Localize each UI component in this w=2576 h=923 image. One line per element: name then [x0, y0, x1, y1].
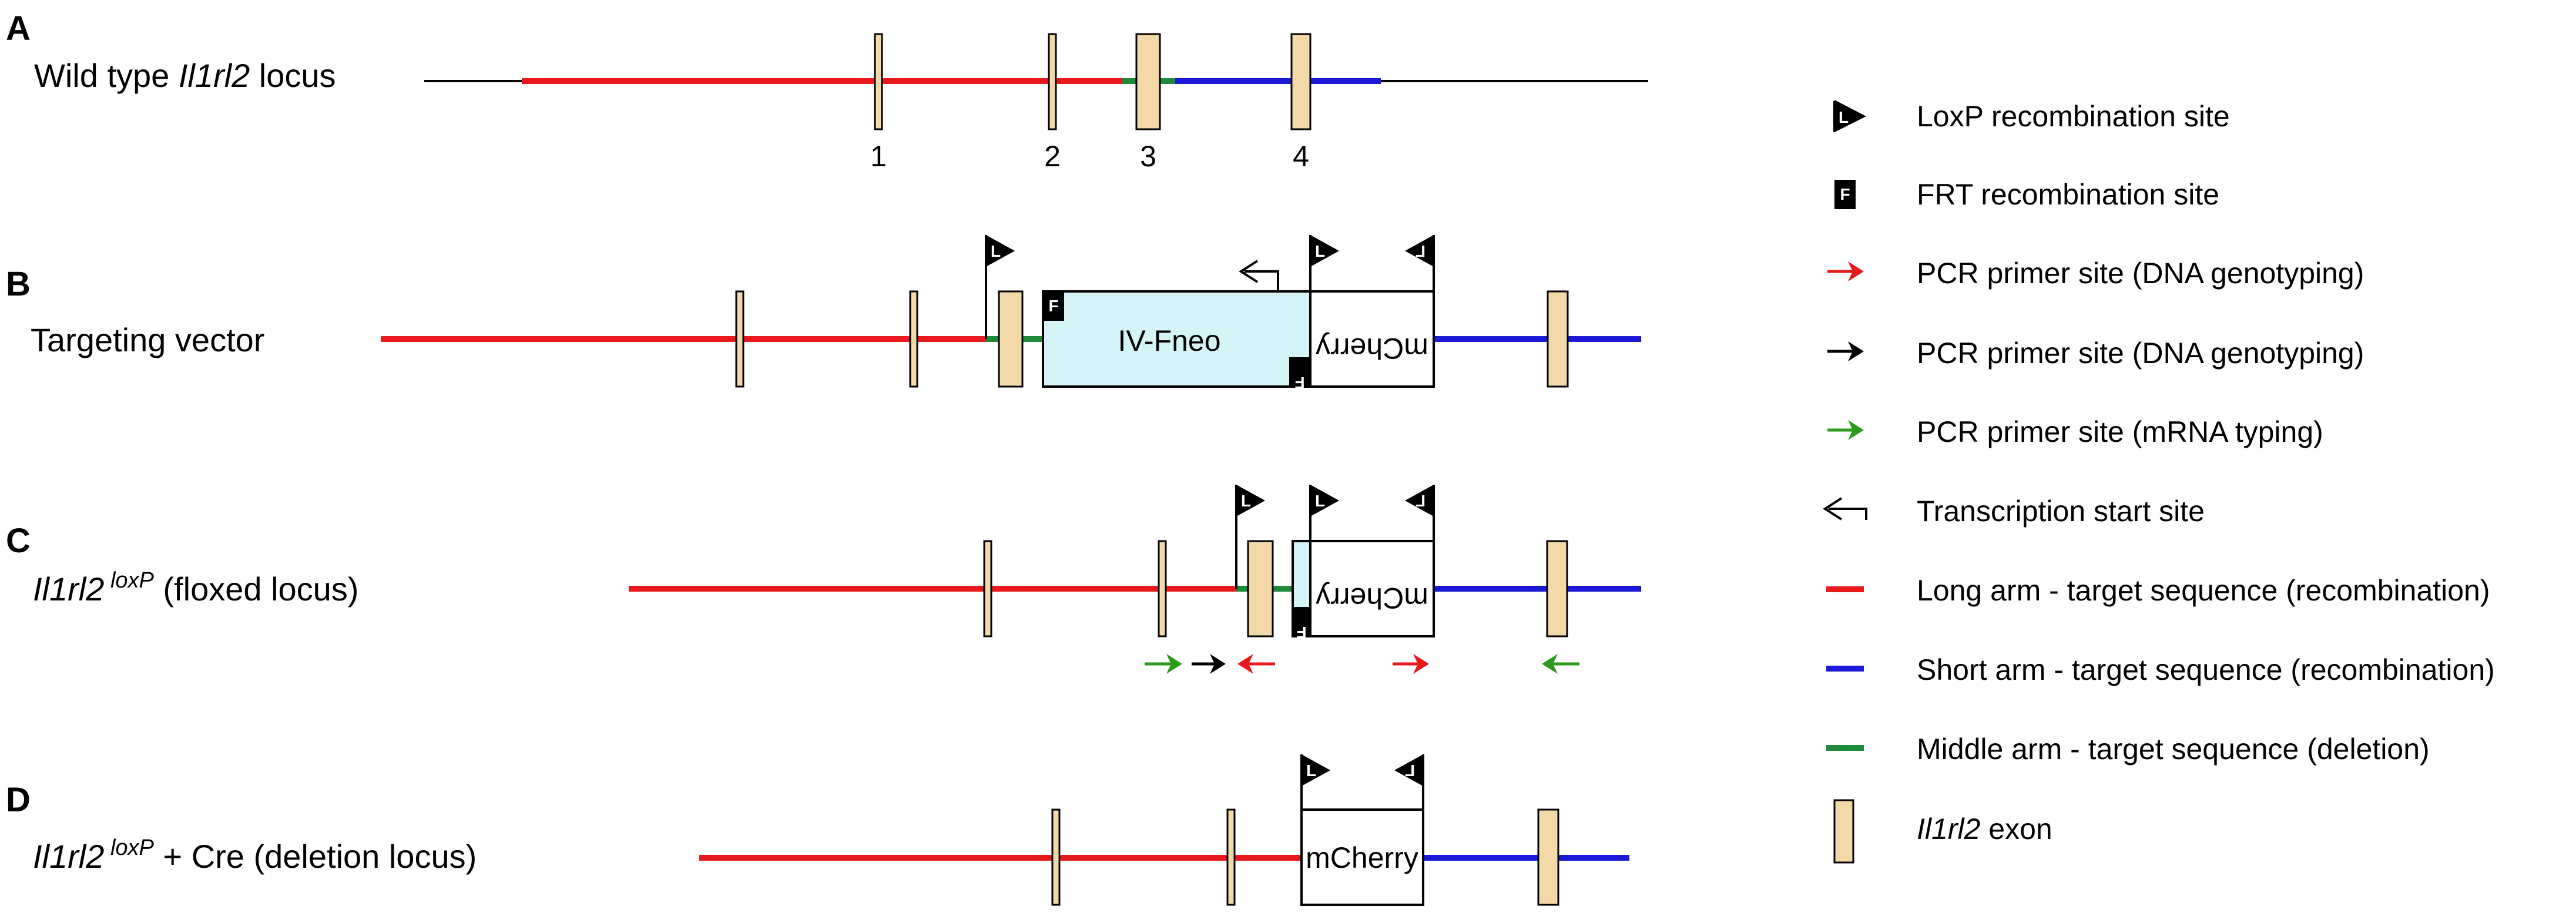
panel-c-exon-3 — [1247, 540, 1274, 637]
panel-c-loxp-site-3: L — [1405, 485, 1435, 541]
panel-d-exon-2 — [1226, 808, 1236, 906]
legend-short-arm-label: Short arm - target sequence (recombinati… — [1917, 653, 2495, 686]
panel-a-exon-3 — [1135, 33, 1161, 130]
panel-a-label: Wild type Il1rl2 locus — [34, 57, 336, 94]
legend-middle-arm-label: Middle arm - target sequence (deletion) — [1917, 733, 2430, 766]
svg-text:L: L — [1315, 492, 1325, 510]
svg-text:L: L — [1416, 242, 1425, 260]
panel-b-label: Targeting vector — [31, 321, 264, 358]
svg-text:L: L — [1405, 761, 1415, 780]
exon-number-3: 3 — [1140, 140, 1156, 173]
panel-d-mcherry-label: mCherry — [1306, 841, 1418, 874]
panel-b-exon-4 — [1547, 290, 1569, 388]
svg-text:L: L — [1315, 242, 1325, 260]
panel-c-exon-4 — [1546, 540, 1568, 637]
panel-c-exon-1 — [983, 540, 992, 637]
panel-c-primer-green-reverse — [1542, 654, 1579, 674]
panel-c: C Il1rl2 loxP (floxed locus) L F mCherry… — [6, 485, 1641, 674]
panel-c-primer-black-forward — [1192, 654, 1226, 674]
panel-c-loxp-site-2: L — [1309, 485, 1339, 541]
panel-d-loxp-site-2: L — [1394, 754, 1424, 810]
panel-a-exon-4 — [1290, 33, 1312, 130]
panel-c-label: Il1rl2 loxP (floxed locus) — [33, 568, 358, 607]
panel-b-frt-site-1: F — [1043, 291, 1064, 321]
panel-a-letter: A — [6, 9, 31, 48]
panel-b-loxp-site-1: L — [985, 235, 1015, 339]
panel-b-loxp-site-3: L — [1405, 235, 1435, 291]
legend-tss-label: Transcription start site — [1917, 495, 2205, 528]
legend-primer-black-label: PCR primer site (DNA genotyping) — [1917, 337, 2364, 370]
legend-tss-item — [1823, 497, 1867, 521]
panel-c-mcherry-box — [1309, 540, 1435, 637]
panel-b-mcherry-label: mCherry — [1316, 332, 1428, 365]
svg-text:F: F — [1840, 185, 1850, 203]
panel-c-mcherry-label: mCherry — [1316, 582, 1428, 615]
panel-b-letter: B — [6, 265, 31, 303]
svg-text:L: L — [991, 242, 1001, 260]
legend-frt-item: F — [1834, 180, 1856, 209]
svg-text:F: F — [1296, 623, 1306, 642]
panel-c-letter: C — [6, 522, 31, 560]
panel-b-transcription-start-site — [1239, 260, 1279, 291]
legend-loxp-item: L — [1833, 100, 1866, 132]
panel-b: B Targeting vector L IV-Fneo F F — [6, 235, 1641, 392]
legend-long-arm-label: Long arm - target sequence (recombinatio… — [1917, 574, 2490, 607]
panel-b-neo-label: IV-Fneo — [1118, 324, 1220, 357]
exon-number-1: 1 — [870, 140, 887, 173]
exon-number-2: 2 — [1044, 140, 1061, 173]
legend-primer-green-label: PCR primer site (mRNA typing) — [1917, 415, 2323, 448]
panel-d-exon-4 — [1537, 808, 1559, 906]
panel-c-primer-green-forward — [1145, 654, 1182, 674]
svg-text:F: F — [1048, 297, 1058, 315]
svg-text:F: F — [1294, 374, 1304, 392]
legend-primer-red-label: PCR primer site (DNA genotyping) — [1917, 257, 2364, 290]
legend-frt-label: FRT recombination site — [1917, 178, 2219, 211]
svg-text:L: L — [1416, 492, 1425, 510]
panel-d-mcherry-box — [1300, 808, 1424, 906]
svg-text:L: L — [1839, 108, 1849, 126]
panel-d: D Il1rl2 loxP + Cre (deletion locus) mCh… — [6, 754, 1629, 906]
legend-exon-swatch — [1833, 799, 1854, 864]
legend-exon-label: Il1rl2 exon — [1917, 813, 2052, 845]
legend-primer-black-item — [1827, 341, 1864, 361]
panel-c-loxp-site-1: L — [1235, 485, 1265, 589]
panel-b-loxp-site-2: L — [1309, 235, 1339, 291]
panel-b-exon-1 — [735, 290, 744, 388]
panel-a: A Wild type Il1rl2 locus 1 2 3 4 — [6, 9, 1648, 173]
panel-c-primer-red-forward — [1393, 654, 1429, 674]
panel-d-loxp-site-1: L — [1300, 754, 1330, 810]
legend: L LoxP recombination site F FRT recombin… — [1823, 100, 2495, 864]
exon-number-4: 4 — [1293, 140, 1309, 173]
panel-d-label: Il1rl2 loxP + Cre (deletion locus) — [33, 835, 477, 875]
legend-loxp-label: LoxP recombination site — [1917, 100, 2230, 133]
panel-c-primer-red-reverse — [1237, 654, 1275, 674]
svg-text:L: L — [1241, 492, 1251, 510]
legend-primer-green-item — [1827, 420, 1864, 440]
svg-text:L: L — [1306, 761, 1316, 780]
panel-d-exon-1 — [1051, 808, 1061, 906]
panel-a-exon-2 — [1048, 33, 1057, 130]
panel-b-exon-3 — [998, 290, 1024, 388]
panel-c-exon-2 — [1158, 540, 1167, 637]
panel-b-frt-site-2: F — [1289, 357, 1310, 392]
panel-c-frt-site: F — [1293, 607, 1310, 642]
panel-b-mcherry-box — [1309, 290, 1435, 388]
panel-b-exon-2 — [909, 290, 918, 388]
panel-b-neo-cassette — [1042, 290, 1312, 388]
panel-d-letter: D — [6, 781, 31, 819]
legend-primer-red-item — [1827, 261, 1864, 281]
panel-a-exon-1 — [874, 33, 883, 130]
